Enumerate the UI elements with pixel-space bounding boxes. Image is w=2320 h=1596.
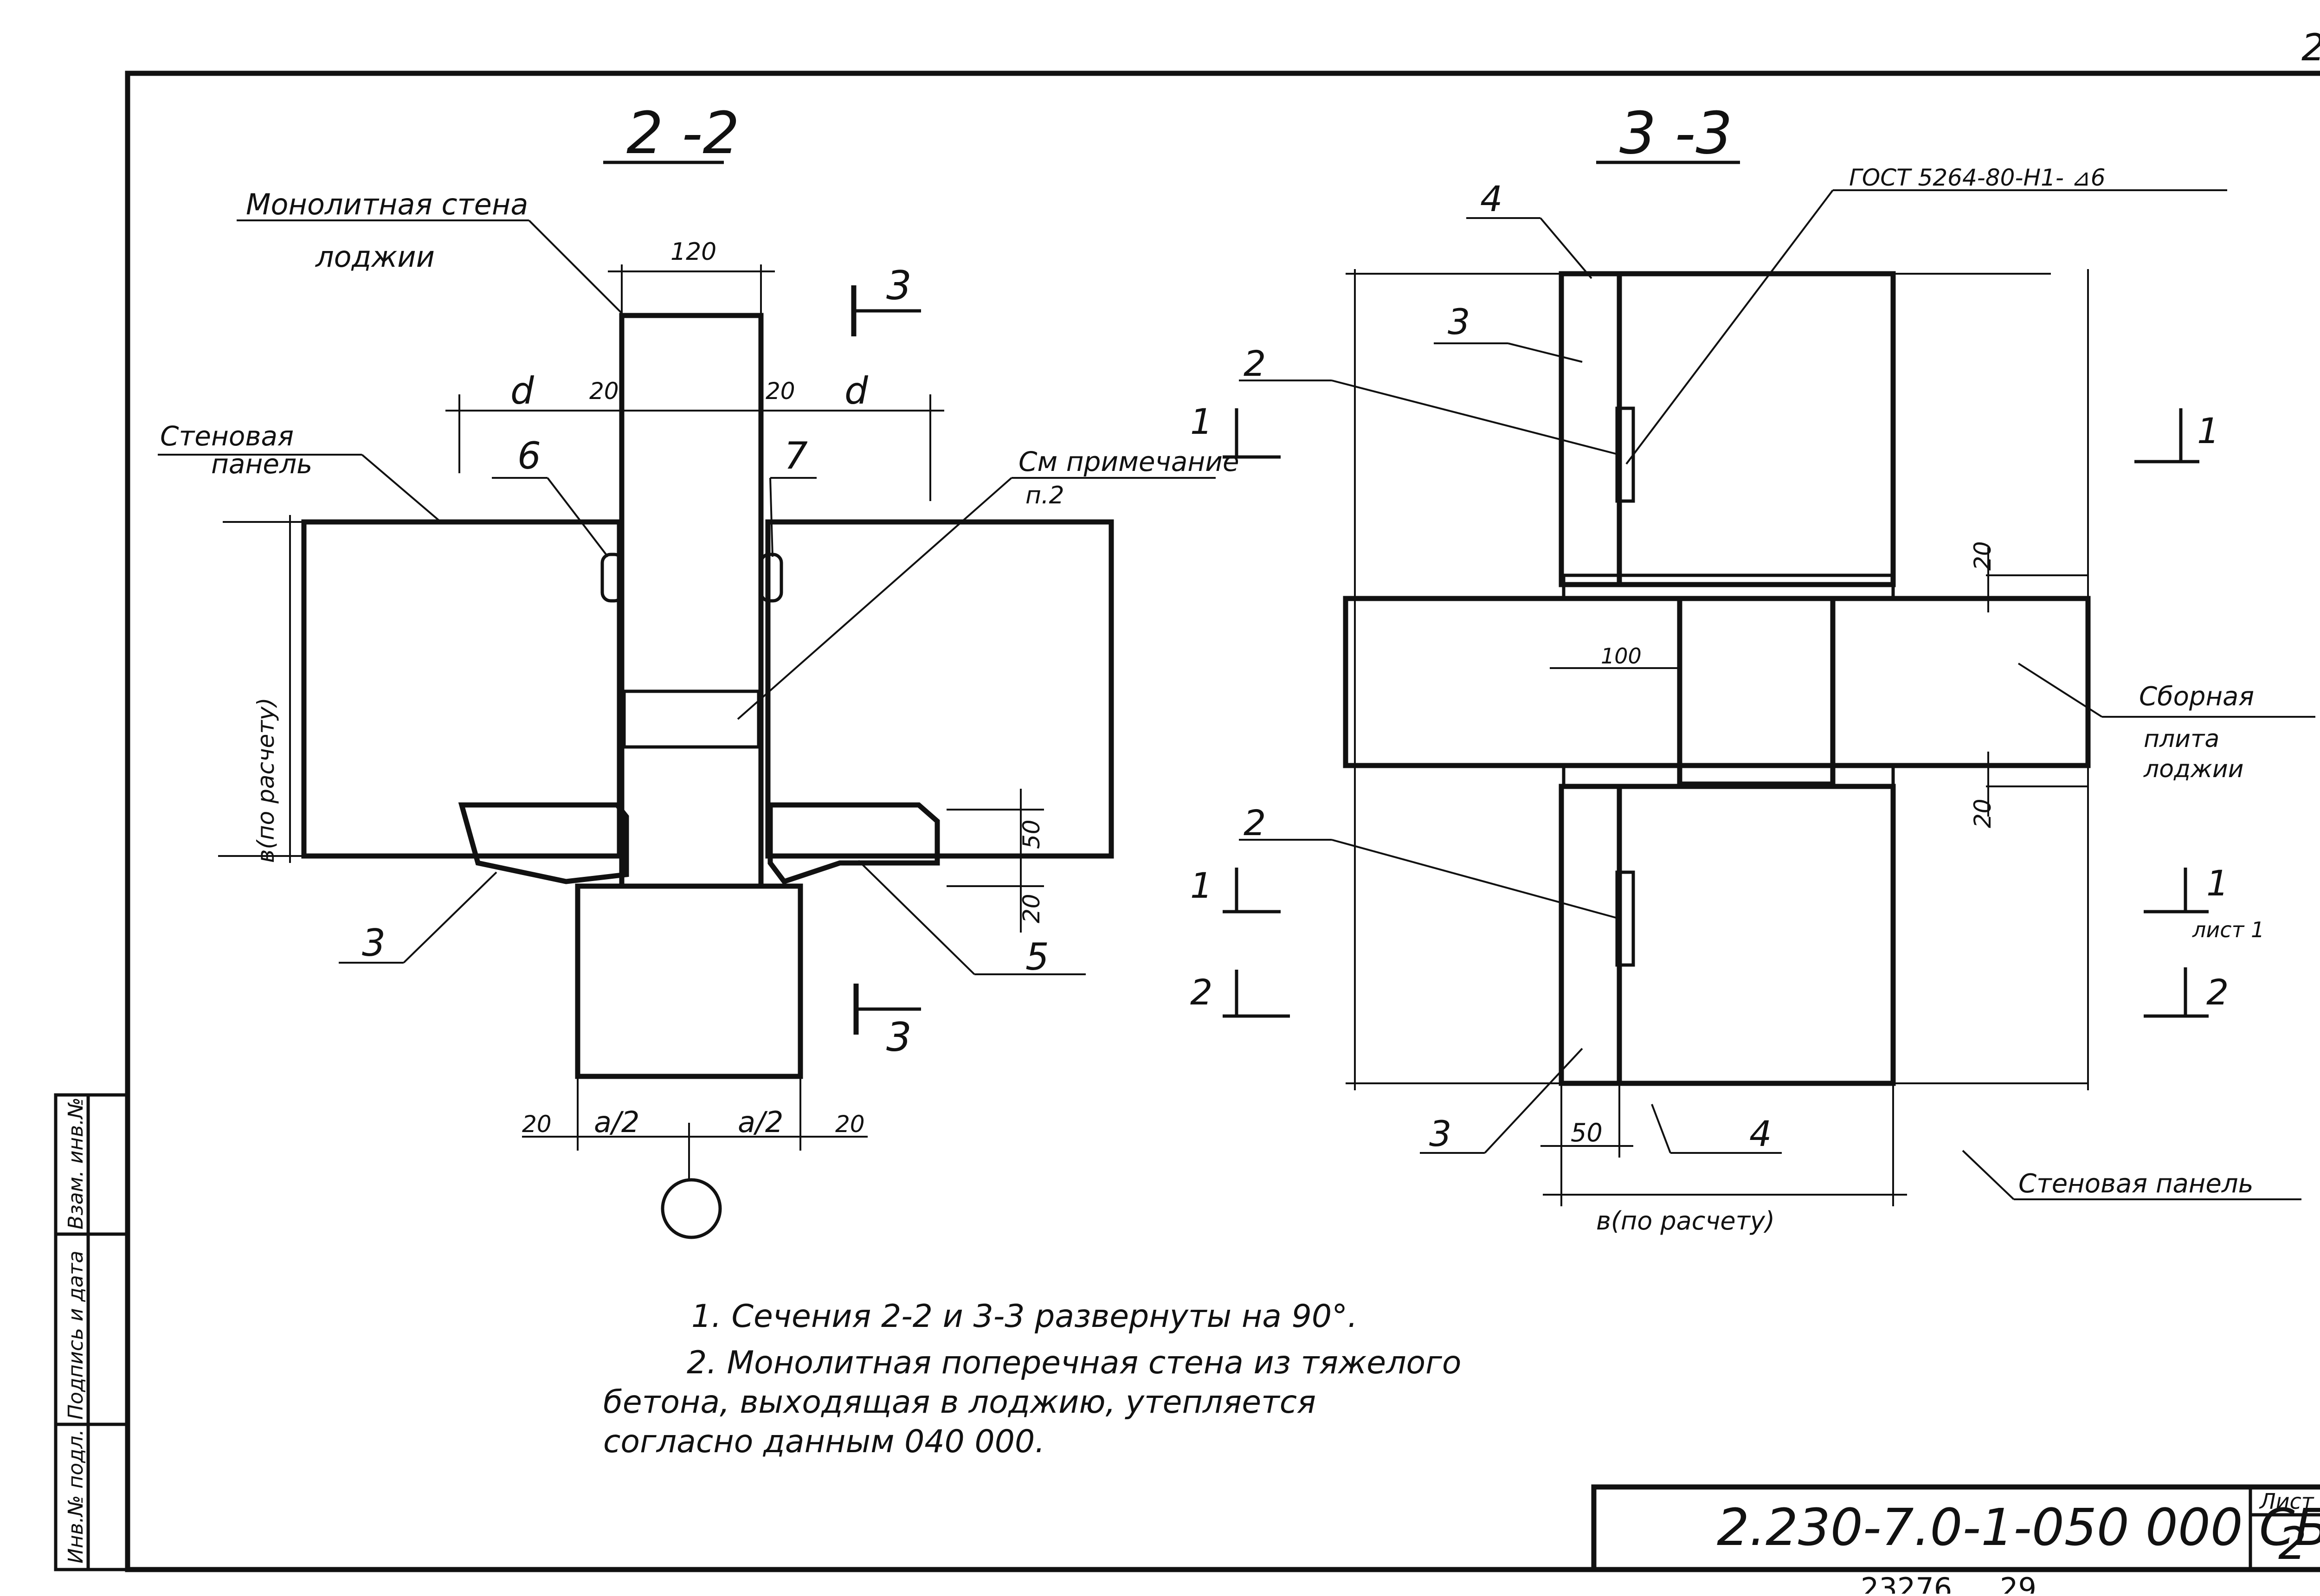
- cut-right-1a: 1: [2197, 410, 2219, 451]
- note-line-4: согласно данным 040 000.: [603, 1423, 1045, 1460]
- dim-b-bottom: в(по расчету): [1596, 1206, 1775, 1236]
- dim-d-right: d: [844, 369, 869, 412]
- section-3-3-title: 3 -3: [1619, 100, 1733, 167]
- dim-b-vertical: в(по расчету): [252, 697, 279, 863]
- dim-20-top: 20: [1969, 541, 1996, 571]
- dim-120: 120: [670, 238, 716, 266]
- note-line-2: 2. Монолитная поперечная стена из тяжело…: [687, 1345, 1462, 1381]
- cut-mark-bottom-label: 3: [886, 1014, 912, 1061]
- dim-d-left: d: [510, 369, 535, 412]
- cut-left-2: 2: [1190, 972, 1212, 1013]
- cut-right-1b: 1: [2206, 862, 2229, 904]
- section-3-3: 3 -3: [1190, 100, 2315, 1236]
- axis-marker-circle: [661, 1178, 722, 1239]
- footer-left-number: 23276: [1861, 1571, 1952, 1594]
- pos-2-bottom: 2: [1244, 802, 1266, 843]
- pos-7: 7: [784, 434, 808, 477]
- side-stamp-field-2: Подпись и дата: [64, 1251, 88, 1420]
- label-sheet-ref: лист 1: [2192, 917, 2264, 942]
- cut-right-2: 2: [2206, 972, 2229, 1013]
- note-line-3: бетона, выходящая в лоджию, утепляется: [603, 1384, 1316, 1421]
- dim-bottom-a2-right: a/2: [738, 1105, 783, 1139]
- dim-50: 50: [1571, 1118, 1603, 1147]
- pos-2-top: 2: [1244, 343, 1266, 384]
- pos-4-top: 4: [1480, 178, 1502, 219]
- dim-bottom-a2-left: a/2: [594, 1105, 639, 1139]
- pos-3-bottom: 3: [1429, 1113, 1451, 1154]
- cut-left-1a: 1: [1190, 401, 1212, 442]
- note-line-1: 1. Сечения 2-2 и 3-3 развернуты на 90°.: [691, 1298, 1358, 1335]
- label-monolithic-wall: Монолитная стена: [246, 187, 528, 221]
- pos-5: 5: [1025, 935, 1049, 978]
- section-2-2-title: 2 -2: [626, 100, 740, 167]
- dim-20-right: 20: [766, 378, 795, 405]
- title-block-sheet-number: 2: [2278, 1518, 2307, 1570]
- dim-20-bottom: 20: [1969, 798, 1996, 828]
- title-block-sheet-label: Лист: [2259, 1489, 2314, 1514]
- dim-100: 100: [1601, 644, 1642, 669]
- side-stamp-field-1: Инв.№ подл.: [64, 1429, 88, 1564]
- label-see-note-2: п.2: [1025, 482, 1064, 509]
- section-2-2: 2 -2: [158, 100, 1239, 1239]
- pos-3-top: 3: [1448, 301, 1470, 342]
- label-see-note: См примечание: [1018, 446, 1239, 477]
- label-slab: Сборная: [2139, 682, 2254, 712]
- dim-50: 50: [1018, 819, 1045, 849]
- label-slab-2: плита: [2144, 725, 2219, 753]
- pos-3: 3: [362, 921, 386, 965]
- dim-bottom-20-left: 20: [522, 1111, 552, 1138]
- pos-6: 6: [517, 434, 541, 477]
- label-monolithic-wall-2: лоджии: [315, 240, 435, 274]
- footer-right-number: 29: [2000, 1571, 2036, 1594]
- notes: 1. Сечения 2-2 и 3-3 развернуты на 90°. …: [603, 1298, 1462, 1460]
- side-stamp-field-3: Взам. инв.№: [64, 1097, 88, 1229]
- dim-20-lower: 20: [1018, 894, 1045, 923]
- label-wall-panel: Стеновая: [160, 420, 294, 452]
- cut-left-1b: 1: [1190, 865, 1212, 906]
- cut-mark-top-label: 3: [886, 263, 912, 309]
- page-number: 28: [2301, 26, 2320, 69]
- label-slab-3: лоджии: [2143, 755, 2243, 783]
- pos-4-bottom: 4: [1749, 1113, 1772, 1154]
- label-wall-panel: Стеновая панель: [2018, 1169, 2254, 1199]
- dim-bottom-20-right: 20: [835, 1111, 865, 1138]
- label-wall-panel-2: панель: [211, 448, 312, 480]
- sheet-frame: [54, 71, 2320, 1572]
- dim-20-left: 20: [589, 378, 619, 405]
- side-stamp: Инв.№ подл. Подпись и дата Взам. инв.№: [64, 1097, 88, 1564]
- title-block-code: 2.230-7.0-1-050 000 СБ: [1717, 1498, 2320, 1557]
- weld-note: ГОСТ 5264-80-Н1- ⊿6: [1849, 164, 2106, 191]
